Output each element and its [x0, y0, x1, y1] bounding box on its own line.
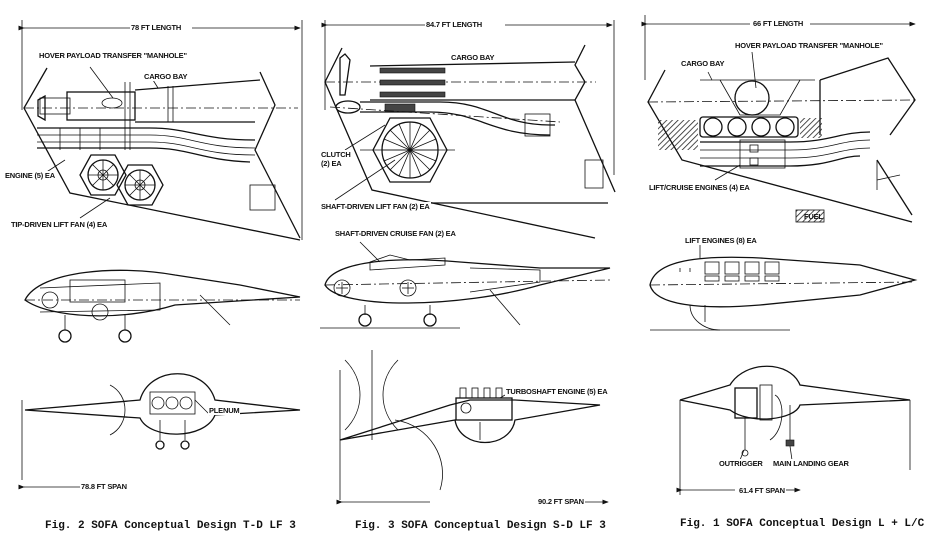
length-dimension: 84.7 FT LENGTH — [425, 20, 483, 29]
figure-sd-front-view — [336, 350, 609, 505]
lift-fan-label: TIP-DRIVEN LIFT FAN (4) EA — [10, 220, 109, 229]
figure-caption: Fig. 2 SOFA Conceptual Design T-D LF 3 — [45, 520, 296, 532]
figure-td-front-view — [18, 373, 301, 490]
clutch-count-label: (2) EA — [320, 159, 343, 168]
lift-fan-icon — [79, 154, 127, 196]
figure-caption: Fig. 3 SOFA Conceptual Design S-D LF 3 — [355, 520, 606, 532]
lift-fan-icon — [360, 117, 455, 183]
outrigger-label: OUTRIGGER — [718, 459, 764, 468]
lift-engines-label: LIFT ENGINES (8) EA — [684, 236, 758, 245]
figure-caption: Fig. 1 SOFA Conceptual Design L + L/C 5 — [680, 518, 928, 530]
manhole-label: HOVER PAYLOAD TRANSFER "MANHOLE" — [734, 41, 884, 50]
clutch-label: CLUTCH — [320, 150, 352, 159]
engine-label: ENGINE (5) EA — [4, 171, 56, 180]
figure-llc-side-view — [649, 245, 918, 331]
length-dimension: 78 FT LENGTH — [130, 23, 183, 32]
lift-cruise-engines-label: LIFT/CRUISE ENGINES (4) EA — [648, 183, 751, 192]
cargo-bay-label: CARGO BAY — [143, 72, 189, 81]
figure-llc-planform — [641, 15, 916, 223]
span-dimension: 61.4 FT SPAN — [738, 486, 786, 495]
figure-td-planform — [18, 20, 303, 241]
manhole-label: HOVER PAYLOAD TRANSFER "MANHOLE" — [38, 51, 188, 60]
main-landing-gear-label: MAIN LANDING GEAR — [772, 459, 850, 468]
fuel-legend: FUEL — [804, 212, 823, 221]
lift-fan-label: SHAFT-DRIVEN LIFT FAN (2) EA — [320, 202, 431, 211]
plenum-label: PLENUM — [208, 406, 241, 415]
lift-fan-icon — [116, 164, 164, 206]
turboshaft-label: TURBOSHAFT ENGINE (5) EA — [505, 387, 609, 396]
span-dimension: 78.8 FT SPAN — [80, 482, 128, 491]
cruise-fan-label: SHAFT-DRIVEN CRUISE FAN (2) EA — [334, 229, 457, 238]
cargo-bay-label: CARGO BAY — [680, 59, 726, 68]
figure-td-side-view — [24, 269, 301, 343]
figure-llc-front-view — [676, 365, 911, 495]
figure-sd-side-view — [320, 241, 611, 329]
span-dimension: 90.2 FT SPAN — [537, 497, 585, 506]
cargo-bay-label: CARGO BAY — [450, 53, 496, 62]
length-dimension: 66 FT LENGTH — [752, 19, 805, 28]
